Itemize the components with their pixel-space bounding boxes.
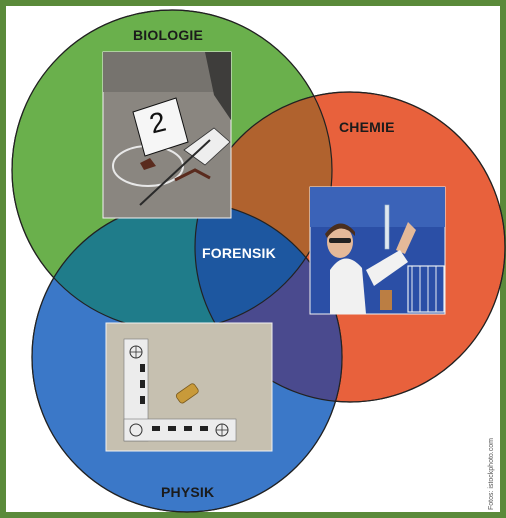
photo-biologie xyxy=(102,51,232,219)
overlap-forensik xyxy=(195,202,332,330)
cartridge-case-icon xyxy=(175,383,199,404)
label-forensik: FORENSIK xyxy=(202,245,276,261)
label-physik: PHYSIK xyxy=(161,484,215,500)
forensic-scale-icon xyxy=(123,338,237,442)
photo-chemie xyxy=(309,186,446,315)
photo-credit: Fotos: istockphoto.com xyxy=(488,438,495,510)
label-biologie: BIOLOGIE xyxy=(133,27,204,43)
label-chemie: CHEMIE xyxy=(339,119,395,135)
evidence-marker-icon xyxy=(132,97,189,157)
photo-physik xyxy=(105,322,273,452)
